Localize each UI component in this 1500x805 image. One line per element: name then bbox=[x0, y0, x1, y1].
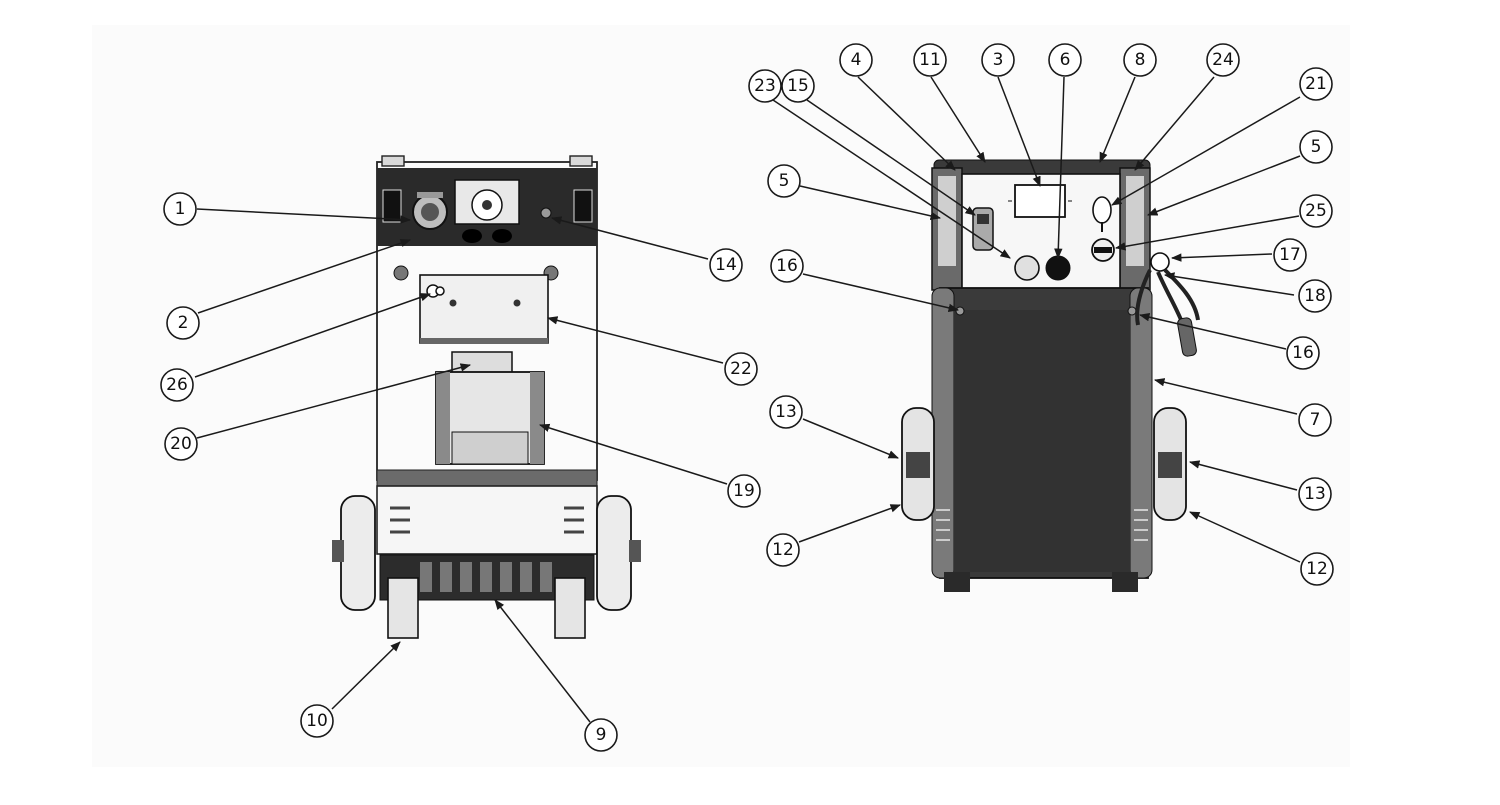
front-view-machine bbox=[901, 159, 1200, 592]
svg-text:23: 23 bbox=[754, 76, 776, 96]
svg-text:3: 3 bbox=[993, 50, 1004, 70]
svg-text:18: 18 bbox=[1304, 286, 1326, 306]
callout-4: 4 bbox=[839, 43, 873, 77]
callout-2: 2 bbox=[166, 306, 200, 340]
svg-text:14: 14 bbox=[715, 255, 737, 275]
rear-view-machine bbox=[332, 155, 641, 639]
display-part-3 bbox=[1014, 184, 1066, 218]
svg-text:20: 20 bbox=[170, 434, 192, 454]
svg-text:21: 21 bbox=[1305, 74, 1327, 94]
svg-text:12: 12 bbox=[772, 540, 794, 560]
callout-5-right: 5 bbox=[1299, 130, 1333, 164]
svg-text:5: 5 bbox=[1311, 137, 1322, 157]
svg-text:2: 2 bbox=[178, 313, 189, 333]
svg-text:25: 25 bbox=[1305, 201, 1327, 221]
svg-text:13: 13 bbox=[1304, 484, 1326, 504]
callout-16-left: 16 bbox=[770, 249, 804, 283]
callout-12-right: 12 bbox=[1300, 552, 1334, 586]
callout-19: 19 bbox=[727, 474, 761, 508]
svg-text:5: 5 bbox=[779, 171, 790, 191]
callout-14: 14 bbox=[709, 248, 743, 282]
callout-8: 8 bbox=[1123, 43, 1157, 77]
leader-lines bbox=[194, 76, 1301, 723]
callout-26: 26 bbox=[160, 368, 194, 402]
svg-text:11: 11 bbox=[919, 50, 941, 70]
callout-23: 23 bbox=[748, 69, 782, 103]
svg-text:4: 4 bbox=[851, 50, 862, 70]
svg-text:10: 10 bbox=[306, 711, 328, 731]
callout-21: 21 bbox=[1299, 67, 1333, 101]
callout-25: 25 bbox=[1299, 194, 1333, 228]
knob-part-6 bbox=[1045, 255, 1071, 281]
svg-text:9: 9 bbox=[596, 725, 607, 745]
callout-16-right: 16 bbox=[1286, 336, 1320, 370]
callout-6: 6 bbox=[1048, 43, 1082, 77]
callout-11: 11 bbox=[913, 43, 947, 77]
foot-part-10 bbox=[387, 577, 419, 639]
callout-20: 20 bbox=[164, 427, 198, 461]
svg-text:16: 16 bbox=[776, 256, 798, 276]
callout-13-left: 13 bbox=[769, 395, 803, 429]
rear-right-wheel bbox=[596, 495, 632, 611]
svg-text:26: 26 bbox=[166, 375, 188, 395]
svg-text:7: 7 bbox=[1310, 410, 1321, 430]
callout-24: 24 bbox=[1206, 43, 1240, 77]
svg-text:8: 8 bbox=[1135, 50, 1146, 70]
callout-13-right: 13 bbox=[1298, 477, 1332, 511]
knob-part-4 bbox=[1014, 255, 1040, 281]
callout-22: 22 bbox=[724, 352, 758, 386]
callout-18: 18 bbox=[1298, 279, 1332, 313]
cover-plate-part-22 bbox=[419, 274, 549, 344]
svg-text:24: 24 bbox=[1212, 50, 1234, 70]
svg-text:6: 6 bbox=[1060, 50, 1071, 70]
top-handle-part-11 bbox=[933, 159, 1151, 175]
svg-text:12: 12 bbox=[1306, 559, 1328, 579]
svg-text:13: 13 bbox=[775, 402, 797, 422]
svg-text:19: 19 bbox=[733, 481, 755, 501]
callout-9: 9 bbox=[584, 718, 618, 752]
svg-text:16: 16 bbox=[1292, 343, 1314, 363]
callout-3: 3 bbox=[981, 43, 1015, 77]
svg-text:15: 15 bbox=[787, 76, 809, 96]
callout-10: 10 bbox=[300, 704, 334, 738]
callout-1: 1 bbox=[163, 192, 197, 226]
callout-7: 7 bbox=[1298, 403, 1332, 437]
svg-text:1: 1 bbox=[175, 199, 186, 219]
rear-left-wheel bbox=[340, 495, 376, 611]
callout-15: 15 bbox=[781, 69, 815, 103]
callout-17: 17 bbox=[1273, 238, 1307, 272]
callout-12-left: 12 bbox=[766, 533, 800, 567]
callout-5-left: 5 bbox=[767, 164, 801, 198]
svg-text:22: 22 bbox=[730, 359, 752, 379]
svg-text:17: 17 bbox=[1279, 245, 1301, 265]
